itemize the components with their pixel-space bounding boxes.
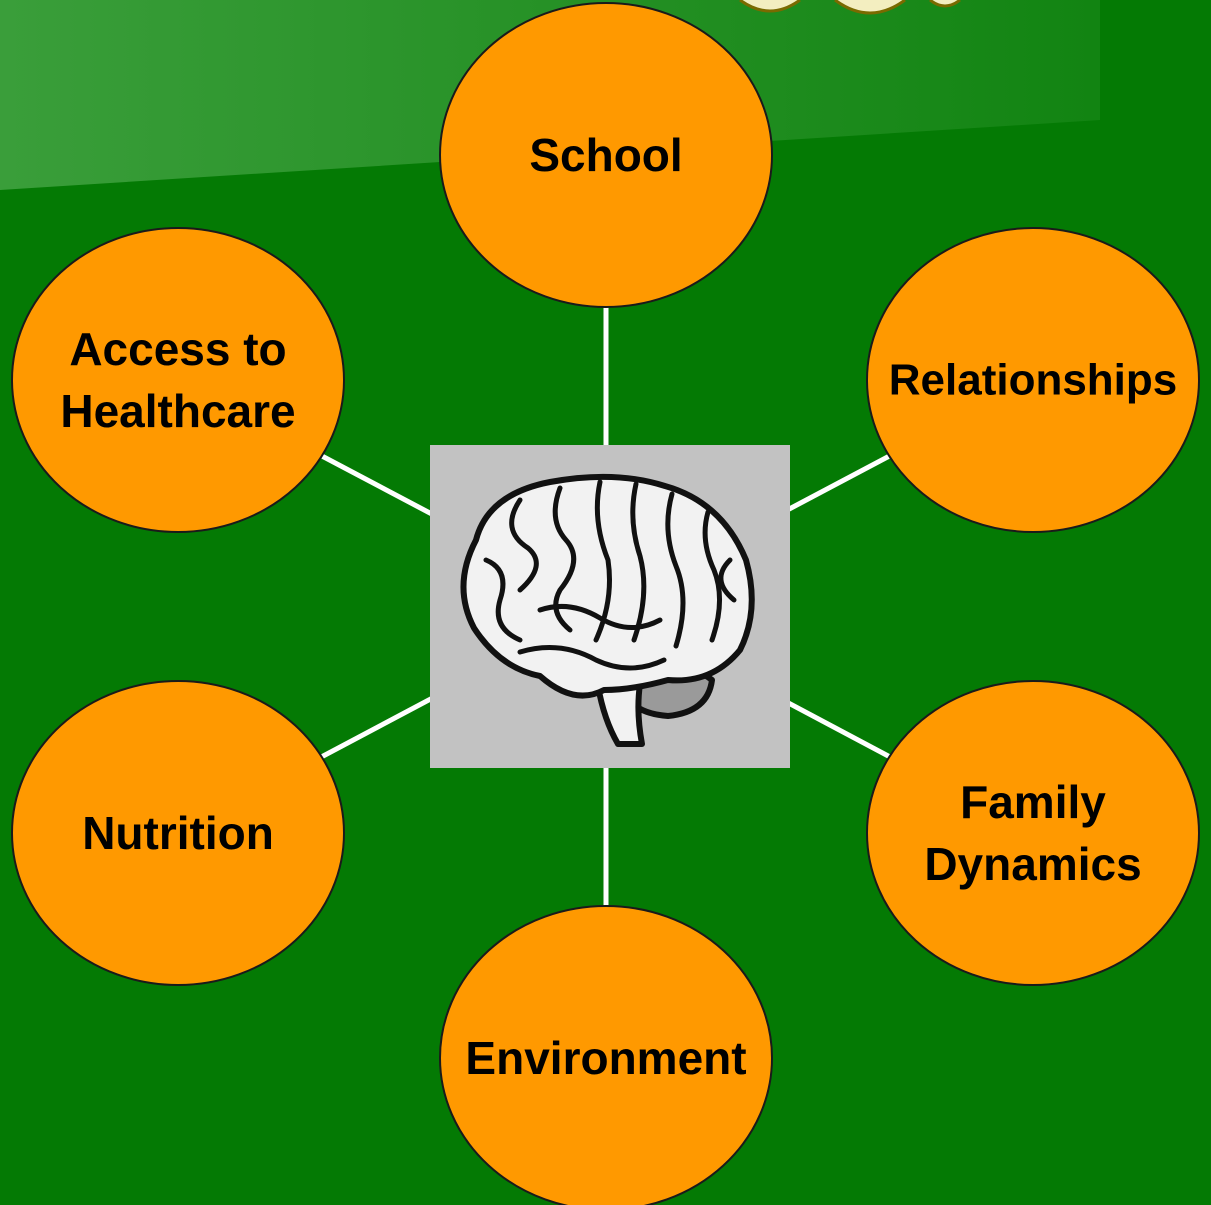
node-access-to-healthcare: Access to Healthcare bbox=[11, 227, 345, 533]
node-label-nutrition: Nutrition bbox=[82, 807, 274, 859]
node-nutrition: Nutrition bbox=[11, 680, 345, 986]
node-circle-school bbox=[439, 2, 773, 308]
node-label-family-dynamics-line-2: Dynamics bbox=[924, 838, 1141, 890]
node-school: School bbox=[439, 2, 773, 308]
node-relationships: Relationships bbox=[866, 227, 1200, 533]
node-circle-access-to-healthcare bbox=[11, 227, 345, 533]
node-circle-family-dynamics bbox=[866, 680, 1200, 986]
brain-image bbox=[430, 445, 790, 768]
node-label-family-dynamics-line-1: Family bbox=[960, 776, 1106, 828]
node-label-relationships: Relationships bbox=[889, 356, 1178, 405]
node-circle-relationships bbox=[866, 227, 1200, 533]
node-circle-environment bbox=[439, 905, 773, 1205]
node-label-access-to-healthcare-line-1: Access to bbox=[69, 323, 286, 375]
title-fragment bbox=[739, 0, 961, 15]
node-environment: Environment bbox=[439, 905, 773, 1205]
brain-icon bbox=[460, 473, 755, 747]
node-label-access-to-healthcare-line-2: Healthcare bbox=[60, 385, 295, 437]
node-label-environment: Environment bbox=[465, 1032, 746, 1084]
node-layer: SchoolRelationshipsFamilyDynamicsEnviron… bbox=[11, 2, 1200, 1205]
node-label-school: School bbox=[529, 129, 682, 181]
node-circle-nutrition bbox=[11, 680, 345, 986]
